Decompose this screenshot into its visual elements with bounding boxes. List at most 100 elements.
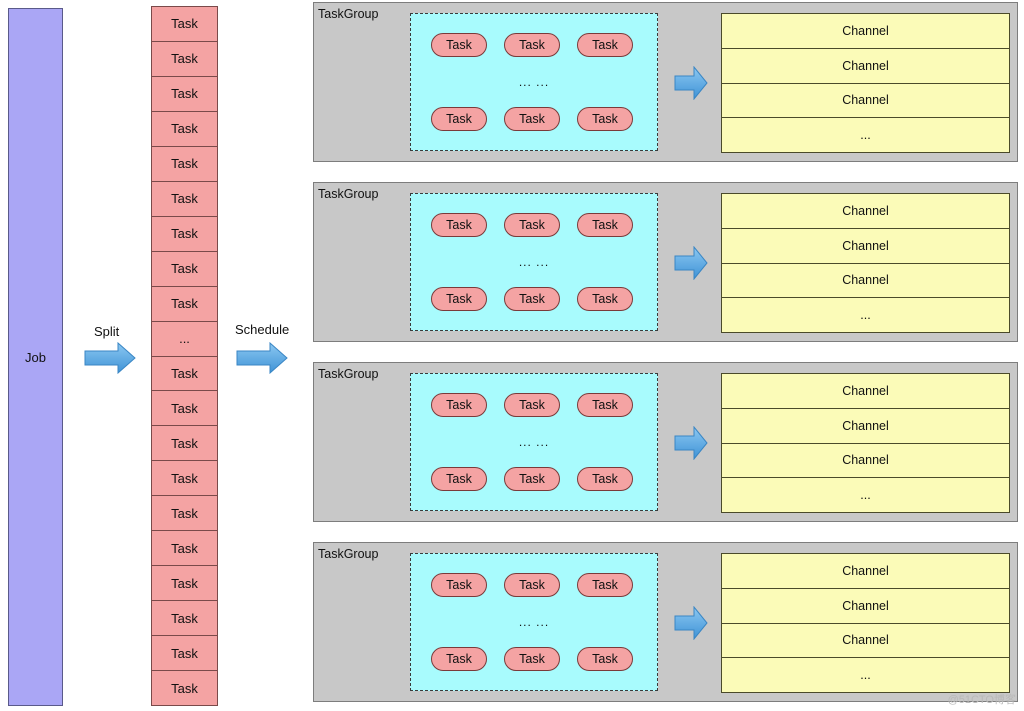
task-cell: Task [152,426,217,462]
task-cell: Task [152,286,217,322]
task-pill: Task [577,107,633,131]
job-label: Job [25,349,46,365]
task-cell: Task [152,251,217,287]
task-cell: Task [152,146,217,182]
task-cell: Task [152,181,217,217]
task-cell: Task [152,496,217,532]
right-arrow-icon [674,425,708,461]
task-pill: Task [504,647,560,671]
task-group-title: TaskGroup [318,187,379,201]
schedule-arrow-icon [236,342,288,374]
channel-cell: Channel [722,374,1009,409]
task-pill: Task [504,107,560,131]
job-box: Job [8,8,63,706]
task-pill: Task [431,107,487,131]
task-pill: Task [577,287,633,311]
task-group-title: TaskGroup [318,7,379,21]
channel-cell: Channel [722,194,1009,229]
task-pill: Task [504,33,560,57]
channel-cell: Channel [722,623,1009,659]
task-pill: Task [504,467,560,491]
task-pill-row: Task Task Task [431,33,633,57]
task-pill: Task [431,467,487,491]
task-cell: Task [152,76,217,112]
task-cell: Task [152,671,217,706]
task-group-title: TaskGroup [318,367,379,381]
task-cell: Task [152,356,217,392]
task-pill: Task [431,213,487,237]
task-pill-row: Task Task Task [431,213,633,237]
task-pool-ellipsis: ... ... [518,615,550,629]
channel-ellipsis: ... [722,658,1009,692]
task-ellipsis: ... [152,321,217,357]
task-pill-row: Task Task Task [431,107,633,131]
task-cell: Task [152,636,217,672]
channel-ellipsis: ... [722,118,1009,152]
split-arrow-icon [84,342,136,374]
task-pill-row: Task Task Task [431,393,633,417]
task-pill: Task [577,33,633,57]
task-pill: Task [504,213,560,237]
channel-ellipsis: ... [722,298,1009,332]
task-pool-ellipsis: ... ... [518,435,550,449]
channel-cell: Channel [722,408,1009,444]
schedule-label: Schedule [235,322,290,337]
right-arrow-icon [674,605,708,641]
task-cell: Task [152,41,217,77]
task-pill-row: Task Task Task [431,467,633,491]
task-pill: Task [577,467,633,491]
channel-cell: Channel [722,14,1009,49]
task-pill: Task [431,573,487,597]
task-group-title: TaskGroup [318,547,379,561]
task-cell: Task [152,566,217,602]
channel-cell: Channel [722,263,1009,299]
task-pill: Task [577,393,633,417]
task-pill: Task [504,393,560,417]
task-pill: Task [431,287,487,311]
task-pool-ellipsis: ... ... [518,255,550,269]
task-cell: Task [152,111,217,147]
task-cell: Task [152,531,217,567]
right-arrow-icon [674,65,708,101]
channel-cell: Channel [722,83,1009,119]
task-cell: Task [152,7,217,42]
task-pool-ellipsis: ... ... [518,75,550,89]
channel-cell: Channel [722,228,1009,264]
channel-ellipsis: ... [722,478,1009,512]
task-cell: Task [152,461,217,497]
task-pill-row: Task Task Task [431,287,633,311]
channel-cell: Channel [722,443,1009,479]
task-pill: Task [577,213,633,237]
right-arrow-icon [674,245,708,281]
channel-cell: Channel [722,48,1009,84]
task-pill-row: Task Task Task [431,573,633,597]
task-pill: Task [431,647,487,671]
task-pill: Task [577,647,633,671]
channel-cell: Channel [722,554,1009,589]
split-label: Split [94,324,120,339]
task-cell: Task [152,216,217,252]
task-pill-row: Task Task Task [431,647,633,671]
task-pill: Task [504,573,560,597]
task-pill: Task [431,393,487,417]
channel-cell: Channel [722,588,1009,624]
task-pill: Task [577,573,633,597]
task-cell: Task [152,391,217,427]
watermark: @51CTO博客 [947,694,1016,706]
task-pill: Task [504,287,560,311]
task-pill: Task [431,33,487,57]
